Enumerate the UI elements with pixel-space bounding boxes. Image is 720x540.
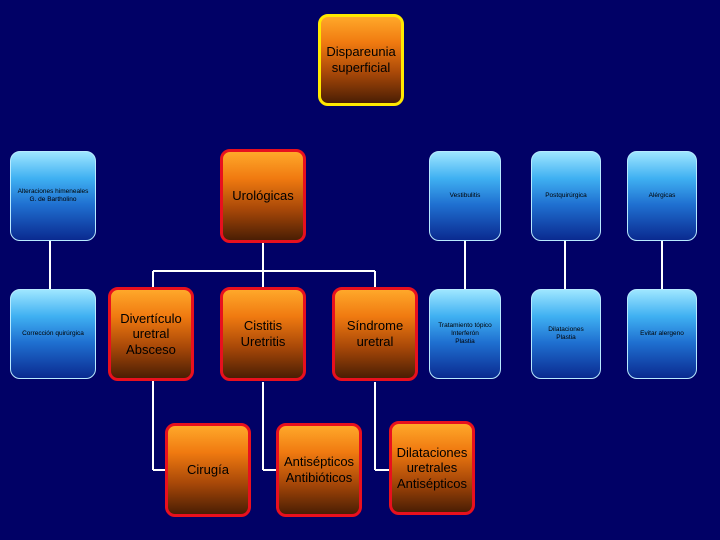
node-vestibulitis: Vestibulitis	[429, 151, 501, 241]
node-urologicas-label: Urológicas	[232, 188, 294, 204]
node-dispareunia-superficial: Dispareunia superficial	[318, 14, 404, 106]
node-correccion-quirurgica: Corrección quirúrgica	[10, 289, 96, 379]
node-dilataciones-plastia: Dilataciones Plastia	[531, 289, 601, 379]
node-diverticulo-label: Divertículo uretral Absceso	[120, 310, 182, 357]
node-cirugia: Cirugía	[165, 423, 251, 517]
node-antisepticos-label: Antisépticos Antibióticos	[283, 454, 355, 485]
node-tratamiento-topico: Tratamiento tópico Interferón Plastia	[429, 289, 501, 379]
node-alteraciones-label: Alteraciones himeneales G. de Bartholino	[17, 188, 89, 203]
node-sindrome-uretral: Síndrome uretral	[332, 287, 418, 381]
node-dispareunia-label: Dispareunia superficial	[326, 44, 396, 75]
node-alergicas-label: Alérgicas	[648, 192, 676, 200]
node-sindrome-label: Síndrome uretral	[346, 318, 404, 349]
node-correccion-label: Corrección quirúrgica	[22, 330, 84, 338]
node-antisepticos-antibioticos: Antisépticos Antibióticos	[276, 423, 362, 517]
node-dilataciones-uretrales-label: Dilataciones uretrales Antisépticos	[396, 444, 468, 491]
node-dilataciones-uretrales: Dilataciones uretrales Antisépticos	[389, 421, 475, 515]
node-cistitis-uretritis: Cistitis Uretritis	[220, 287, 306, 381]
node-vestibulitis-label: Vestibulitis	[449, 192, 481, 200]
node-urologicas: Urológicas	[220, 149, 306, 243]
node-postquirurgica: Postquirúrgica	[531, 151, 601, 241]
node-dilataciones-plastia-label: Dilataciones Plastia	[548, 326, 584, 341]
node-alteraciones-himeneales: Alteraciones himeneales G. de Bartholino	[10, 151, 96, 241]
node-postquirurgica-label: Postquirúrgica	[545, 192, 587, 200]
node-evitar-label: Evitar alergeno	[640, 330, 684, 338]
node-diverticulo-uretral: Divertículo uretral Absceso	[108, 287, 194, 381]
node-tratamiento-label: Tratamiento tópico Interferón Plastia	[438, 322, 492, 345]
node-evitar-alergeno: Evitar alergeno	[627, 289, 697, 379]
node-alergicas: Alérgicas	[627, 151, 697, 241]
node-cistitis-label: Cistitis Uretritis	[240, 318, 286, 349]
node-cirugia-label: Cirugía	[187, 462, 229, 478]
